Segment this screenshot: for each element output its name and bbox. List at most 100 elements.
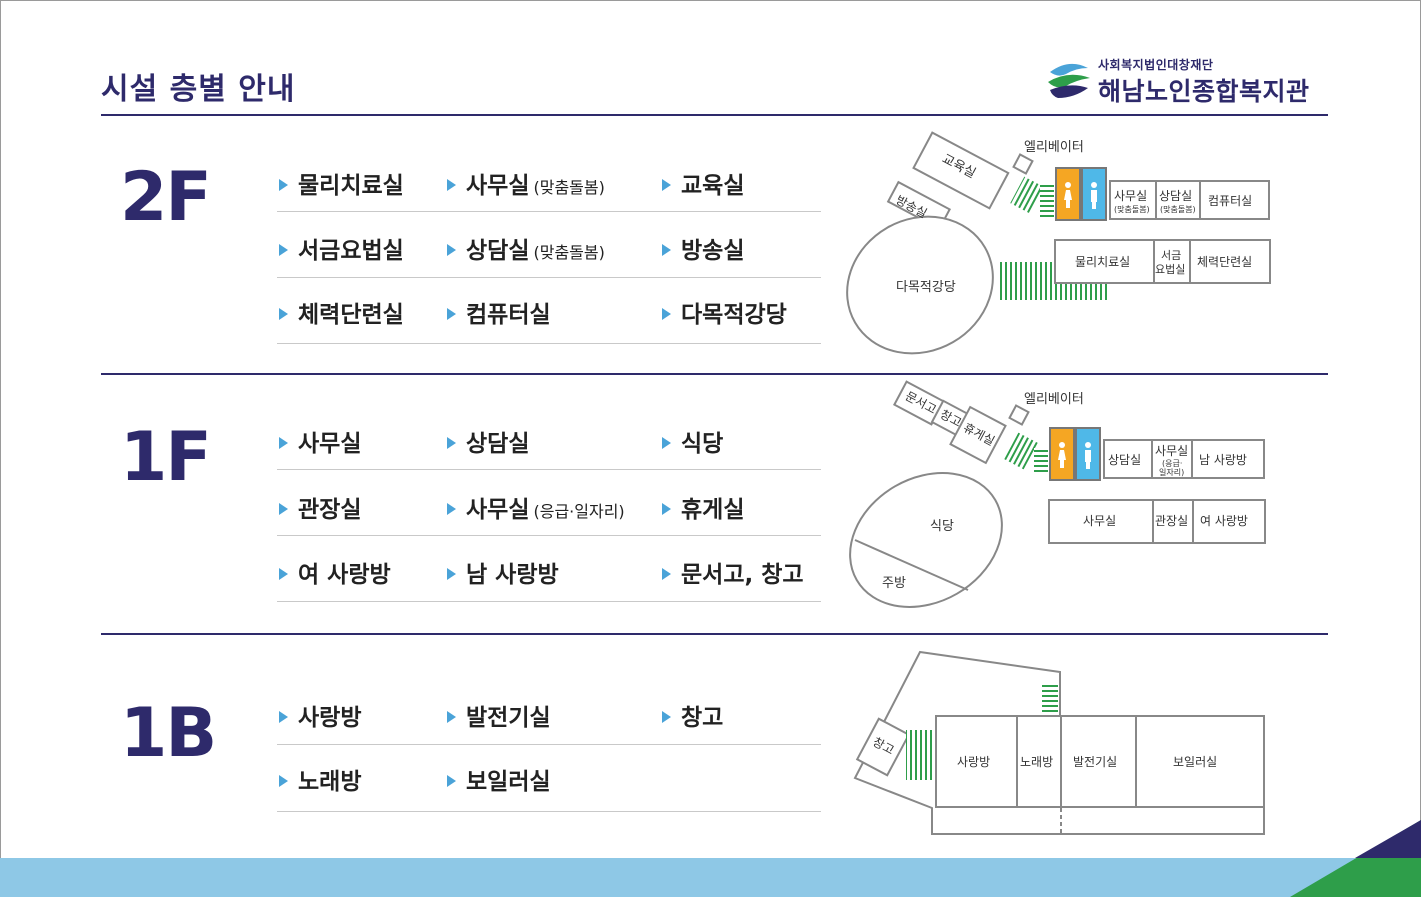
row-divider bbox=[277, 211, 821, 212]
plan-1f-restaurant-label: 식당 bbox=[930, 519, 954, 534]
plan-2f-office bbox=[1109, 180, 1157, 220]
bullet-triangle-icon bbox=[662, 436, 671, 449]
plan-2f-stairs-lower bbox=[997, 262, 1053, 300]
bullet-triangle-icon bbox=[279, 178, 288, 191]
room-item: 사무실 bbox=[279, 424, 365, 458]
plan-1b-sarang-label: 사랑방 bbox=[957, 755, 990, 769]
plan-2f-seogeum-label-1: 서금 bbox=[1161, 249, 1181, 262]
floor-label-2f: 2F bbox=[120, 158, 212, 237]
bullet-triangle-icon bbox=[279, 436, 288, 449]
logo-mark-icon bbox=[1048, 63, 1090, 98]
plan-1f-office bbox=[1048, 499, 1154, 544]
plan-2f-stairs-upper bbox=[1010, 176, 1044, 214]
plan-2f-physio bbox=[1054, 239, 1155, 284]
floor-divider bbox=[101, 373, 1328, 375]
plan-1f bbox=[849, 380, 1266, 608]
plan-1f-women-room-label: 여 사랑방 bbox=[1200, 514, 1248, 528]
floor-divider bbox=[101, 633, 1328, 635]
plan-2f-office-label: 사무실 bbox=[1114, 189, 1147, 203]
bullet-triangle-icon bbox=[447, 567, 456, 580]
plan-1f-director-label: 관장실 bbox=[1155, 514, 1188, 528]
plan-1f-office2-sub2: 일자리) bbox=[1159, 468, 1184, 477]
row-divider bbox=[277, 744, 821, 745]
row-divider bbox=[277, 343, 821, 344]
plan-1b-boiler-label: 보일러실 bbox=[1173, 755, 1217, 769]
bullet-triangle-icon bbox=[447, 307, 456, 320]
room-item: 노래방 bbox=[279, 762, 365, 796]
bullet-triangle-icon bbox=[279, 774, 288, 787]
room-item: 관장실 bbox=[279, 490, 365, 524]
plan-1b-stairs bbox=[906, 730, 934, 780]
plan-1f-men-room-label: 남 사랑방 bbox=[1199, 453, 1247, 467]
restroom-women-icon bbox=[1064, 182, 1072, 208]
room-item: 남 사랑방 bbox=[447, 555, 563, 589]
plan-1f-kitchen-label: 주방 bbox=[882, 576, 906, 591]
restroom-women-icon bbox=[1058, 442, 1066, 468]
bullet-triangle-icon bbox=[447, 774, 456, 787]
room-item: 상담실 bbox=[447, 424, 533, 458]
plan-2f-seogeum-label-2: 요법실 bbox=[1155, 263, 1185, 276]
bullet-triangle-icon bbox=[662, 178, 671, 191]
plan-2f-physio-label: 물리치료실 bbox=[1075, 255, 1130, 269]
room-item: 교육실 bbox=[662, 166, 748, 200]
row-divider bbox=[277, 811, 821, 812]
room-item: 보일러실 bbox=[447, 762, 555, 796]
plan-1f-office2-sub1: (응급· bbox=[1162, 459, 1182, 468]
plan-2f-office-sub: (맞춤돌봄) bbox=[1114, 204, 1150, 214]
plan-1b bbox=[853, 650, 1265, 835]
room-item: 방송실 bbox=[662, 231, 748, 265]
plan-2f-stairs-lower-2 bbox=[1055, 284, 1107, 300]
plan-1f-restaurant bbox=[849, 472, 1003, 608]
plan-1f-kitchen-divider bbox=[854, 539, 969, 591]
plan-1b-karaoke bbox=[1016, 715, 1062, 808]
plan-1b-stairs-top bbox=[1042, 684, 1058, 714]
floor-label-1f: 1F bbox=[120, 418, 212, 497]
plan-2f-fitness-label: 체력단련실 bbox=[1197, 255, 1252, 269]
plan-2f-restroom-women bbox=[1055, 167, 1081, 221]
bottom-band bbox=[0, 858, 1421, 897]
plan-2f-counsel-label: 상담실 bbox=[1159, 189, 1192, 203]
bullet-triangle-icon bbox=[279, 710, 288, 723]
plan-2f-seogeum bbox=[1153, 239, 1191, 284]
room-item: 다목적강당 bbox=[662, 295, 791, 329]
plan-1f-counsel-label: 상담실 bbox=[1108, 453, 1141, 467]
plan-2f-hall bbox=[846, 215, 994, 355]
room-item: 식당 bbox=[662, 424, 727, 458]
bullet-triangle-icon bbox=[662, 307, 671, 320]
room-item: 컴퓨터실 bbox=[447, 295, 555, 329]
plan-2f-edu-room bbox=[912, 131, 1010, 210]
bullet-triangle-icon bbox=[279, 243, 288, 256]
bullet-triangle-icon bbox=[447, 710, 456, 723]
bullet-triangle-icon bbox=[447, 502, 456, 515]
room-item: 상담실(맞춤돌봄) bbox=[447, 231, 605, 265]
plan-2f-hall-label: 다목적강당 bbox=[896, 280, 956, 295]
plan-1b-karaoke-label: 노래방 bbox=[1020, 755, 1053, 769]
room-item: 서금요법실 bbox=[279, 231, 408, 265]
room-item: 발전기실 bbox=[447, 698, 555, 732]
plan-1f-men-room bbox=[1191, 439, 1265, 479]
room-item: 사무실(응급·일자리) bbox=[447, 490, 625, 524]
floor-label-1b: 1B bbox=[120, 694, 217, 773]
plan-1f-lounge bbox=[949, 405, 1007, 465]
plan-1f-elevator-label: 엘리베이터 bbox=[1024, 392, 1084, 407]
bullet-triangle-icon bbox=[279, 567, 288, 580]
room-item: 문서고, 창고 bbox=[662, 555, 808, 589]
restroom-men-icon bbox=[1091, 182, 1097, 209]
plan-1f-stairs-2 bbox=[1034, 448, 1048, 474]
logo: 사회복지법인대창재단 해남노인종합복지관 bbox=[1046, 54, 1336, 108]
plan-1f-elevator bbox=[1008, 404, 1030, 426]
logo-foundation-name: 사회복지법인대창재단 bbox=[1098, 58, 1214, 72]
room-item: 창고 bbox=[662, 698, 727, 732]
logo-center-name: 해남노인종합복지관 bbox=[1098, 77, 1310, 106]
plan-1f-office2-label: 사무실 bbox=[1155, 444, 1188, 458]
plan-2f-counsel-sub: (맞춤돌봄) bbox=[1160, 204, 1196, 214]
bullet-triangle-icon bbox=[662, 502, 671, 515]
plan-2f-elevator-label: 엘리베이터 bbox=[1024, 140, 1084, 155]
plan-1b-sarang bbox=[935, 715, 1018, 808]
bullet-triangle-icon bbox=[662, 710, 671, 723]
bullet-triangle-icon bbox=[447, 178, 456, 191]
room-item: 휴게실 bbox=[662, 490, 748, 524]
row-divider bbox=[277, 535, 821, 536]
